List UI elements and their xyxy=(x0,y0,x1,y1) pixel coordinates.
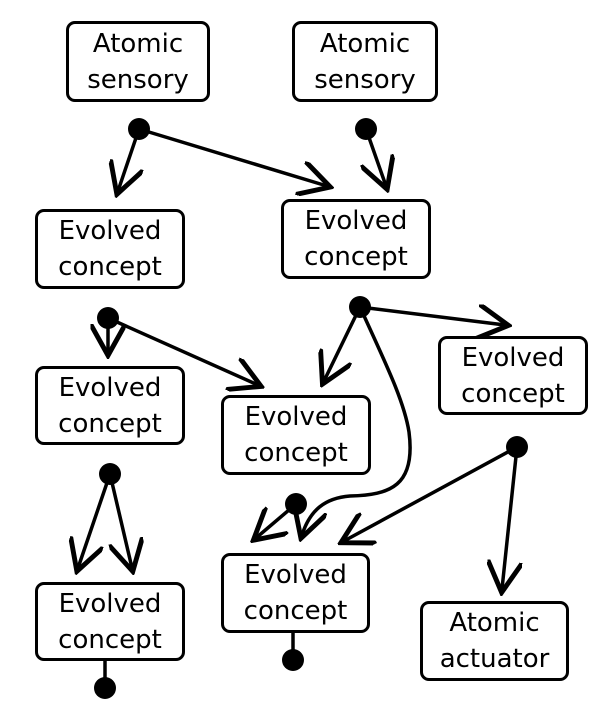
edge-concept-2-to-concept-4 xyxy=(358,307,505,325)
output-dot-concept-1 xyxy=(97,307,119,329)
output-dot-concept-2 xyxy=(349,296,371,318)
node-evolved-concept-6: Evolved concept xyxy=(221,553,370,633)
output-dot-concept-4 xyxy=(506,436,528,458)
node-evolved-concept-1: Evolved concept xyxy=(35,209,185,289)
node-label-line2: sensory xyxy=(87,64,189,95)
node-label-line2: concept xyxy=(461,378,565,409)
edge-concept-2-to-concept-6 xyxy=(302,305,412,535)
node-evolved-concept-4: Evolved concept xyxy=(438,336,588,415)
node-label-line2: actuator xyxy=(439,644,550,674)
node-atomic-sensory-right: Atomic sensory xyxy=(292,21,438,102)
node-label-line1: Atomic xyxy=(319,28,411,59)
edge-concept-4-to-concept-6 xyxy=(344,445,519,541)
edge-concept-3-to-concept-7-right xyxy=(108,472,132,568)
node-atomic-actuator: Atomic actuator xyxy=(420,601,569,681)
node-label-line2: sensory xyxy=(314,64,416,95)
node-atomic-sensory-left: Atomic sensory xyxy=(66,21,210,102)
edge-concept-1-to-concept-5 xyxy=(106,316,258,385)
node-label-line1: Evolved xyxy=(304,206,408,236)
node-label-line1: Evolved xyxy=(58,372,162,403)
node-label-line1: Evolved xyxy=(58,216,162,246)
node-evolved-concept-7: Evolved concept xyxy=(35,582,185,661)
node-evolved-concept-5: Evolved concept xyxy=(221,395,371,475)
node-label-line2: concept xyxy=(244,438,348,468)
edge-sensory-left-to-concept-2 xyxy=(137,127,327,186)
node-label-line1: Evolved xyxy=(461,342,565,373)
node-label-line1: Evolved xyxy=(58,588,162,619)
node-label-line2: concept xyxy=(304,242,408,272)
output-dot-concept-7 xyxy=(94,677,116,699)
edge-concept-2-to-concept-5 xyxy=(324,305,362,381)
node-label-line2: concept xyxy=(58,252,162,282)
output-dot-sensory-right xyxy=(355,118,377,140)
node-label-line2: concept xyxy=(58,624,162,655)
output-dot-concept-5 xyxy=(285,493,307,515)
output-dot-sensory-left xyxy=(128,118,150,140)
node-label-line1: Evolved xyxy=(244,402,348,432)
node-evolved-concept-2: Evolved concept xyxy=(281,199,431,279)
edge-concept-3-to-concept-7-left xyxy=(78,472,112,568)
output-dot-concept-3 xyxy=(99,463,121,485)
node-label-line1: Evolved xyxy=(244,560,347,590)
node-label-line1: Atomic xyxy=(449,608,540,638)
node-label-line2: concept xyxy=(58,408,162,439)
node-evolved-concept-3: Evolved concept xyxy=(35,366,185,445)
output-dot-concept-6 xyxy=(282,649,304,671)
node-label-line1: Atomic xyxy=(92,28,184,59)
node-label-line2: concept xyxy=(243,596,348,626)
edge-concept-4-to-atomic-actuator xyxy=(502,445,517,589)
